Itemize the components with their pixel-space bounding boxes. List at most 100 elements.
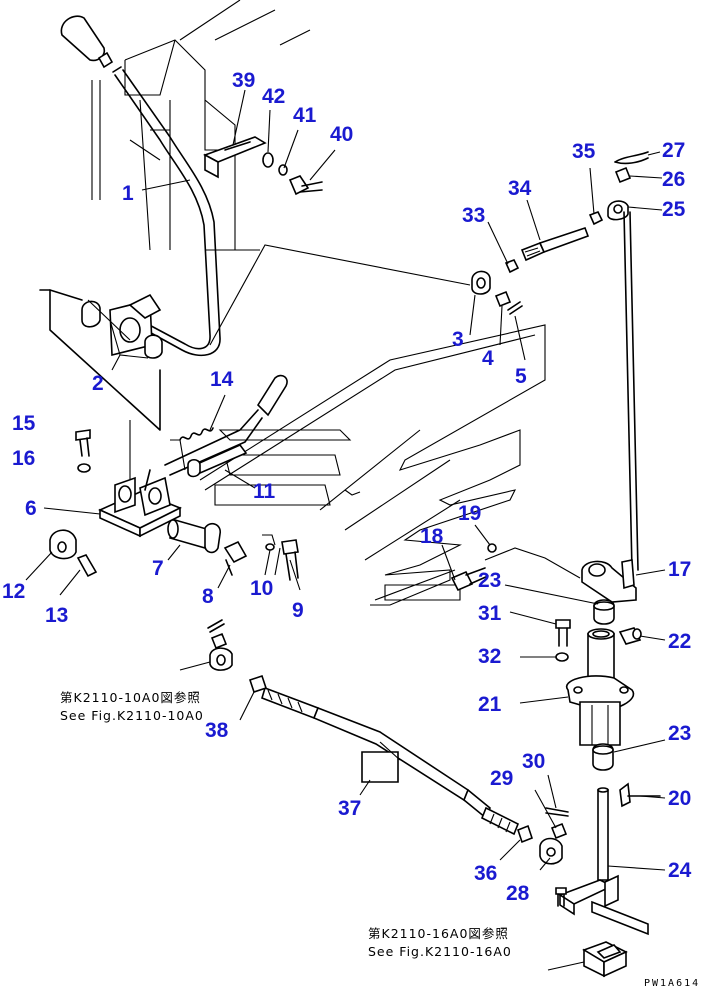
callout-2: 2 (92, 372, 104, 395)
callout-19: 19 (458, 502, 481, 525)
callout-26: 26 (662, 168, 685, 191)
callout-35: 35 (572, 140, 596, 163)
bolt-9 (281, 539, 299, 581)
bolt-18 (450, 567, 489, 592)
ball-joint-lower (207, 619, 233, 671)
nut-26 (614, 166, 632, 184)
callout-33: 33 (462, 204, 485, 227)
washer-16 (77, 463, 91, 473)
bushing-23-upper (593, 599, 615, 625)
shaft-24 (558, 787, 649, 936)
callout-41: 41 (293, 104, 317, 127)
callout-32: 32 (478, 645, 501, 668)
callout-39: 39 (232, 69, 255, 92)
callout-3: 3 (452, 328, 464, 351)
lower-lever-assembly (98, 374, 288, 538)
bushing-23-lower (592, 743, 614, 771)
leader-lines (25, 89, 666, 971)
lever-boss-assembly (39, 289, 163, 431)
callout-18: 18 (420, 525, 444, 548)
spring-14 (170, 427, 214, 471)
rod-34 (520, 226, 590, 262)
callout-22: 22 (668, 630, 691, 653)
callout-11: 11 (253, 480, 276, 503)
ball-joint-25 (607, 200, 639, 571)
nut-38 (248, 674, 268, 694)
callout-38: 38 (205, 719, 229, 742)
cable-end-bottom (582, 941, 628, 978)
nut-4 (494, 290, 512, 308)
housing-21 (565, 628, 635, 746)
callout-16: 16 (12, 447, 35, 470)
callout-labels: 1 2 3 4 5 6 7 8 9 10 11 12 13 14 15 16 1… (2, 69, 692, 905)
callout-30: 30 (522, 750, 545, 773)
callout-10: 10 (250, 577, 273, 600)
callout-23b: 23 (668, 722, 691, 745)
bracket-39 (203, 136, 267, 179)
bracket-17 (484, 547, 637, 603)
callout-15: 15 (12, 412, 36, 435)
reference-bottom-jp: 第K2110-16A0図参照 (368, 926, 509, 941)
pin-20 (619, 782, 661, 808)
bolt-40 (288, 175, 323, 196)
callout-29: 29 (490, 767, 513, 790)
washer-42 (262, 152, 274, 168)
callout-1: 1 (122, 182, 134, 205)
joint-8 (223, 540, 248, 576)
callout-5: 5 (515, 365, 527, 388)
callout-24: 24 (668, 859, 692, 882)
callout-21: 21 (478, 693, 502, 716)
control-lever (60, 15, 221, 357)
ball-joint-3 (471, 270, 491, 295)
reference-left-en: See Fig.K2110-10A0 (60, 708, 204, 723)
callout-4: 4 (482, 347, 494, 370)
cable-37 (261, 686, 520, 836)
guide-plate (199, 324, 546, 606)
nut-35 (588, 210, 604, 226)
grease-fitting-22 (618, 627, 642, 645)
bolt-31 (555, 619, 571, 647)
bolt-lower-28 (555, 887, 567, 907)
ball-joint-28 (539, 837, 563, 865)
callout-8: 8 (202, 585, 214, 608)
nut-29 (550, 822, 568, 840)
callout-17: 17 (668, 558, 691, 581)
callout-40: 40 (330, 123, 353, 146)
callout-9: 9 (292, 599, 304, 622)
nut-33 (504, 258, 520, 274)
reference-bottom-en: See Fig.K2110-16A0 (368, 944, 512, 959)
cross-references: 第K2110-10A0図参照 See Fig.K2110-10A0 第K2110… (60, 690, 512, 959)
callout-25: 25 (662, 198, 686, 221)
lock-washer-41 (278, 164, 288, 176)
callout-13: 13 (45, 604, 68, 627)
pins-10 (262, 534, 276, 551)
clamp-12 (49, 529, 77, 560)
washer-19 (487, 543, 497, 553)
callout-34: 34 (508, 177, 532, 200)
cotter-pin-30 (545, 807, 569, 817)
callout-28: 28 (506, 882, 530, 905)
cotter-pin-5 (507, 301, 523, 315)
callout-42: 42 (262, 85, 285, 108)
shaft-7 (167, 519, 221, 554)
nut-36 (517, 824, 533, 844)
pin-13 (76, 554, 98, 578)
callout-14: 14 (210, 368, 234, 391)
callout-31: 31 (478, 602, 502, 625)
drawing-code: PW1A614 (644, 978, 700, 989)
callout-7: 7 (152, 557, 164, 580)
callout-23a: 23 (478, 569, 501, 592)
rod-11 (187, 444, 248, 478)
reference-left-jp: 第K2110-10A0図参照 (60, 690, 201, 705)
linkage-line (209, 244, 471, 346)
callout-37: 37 (338, 797, 361, 820)
bolt-15 (75, 429, 91, 457)
callout-6: 6 (25, 497, 37, 520)
callout-20: 20 (668, 787, 691, 810)
callout-36: 36 (474, 862, 497, 885)
washer-32 (555, 652, 569, 662)
cotter-pin-27 (614, 151, 649, 165)
callout-27: 27 (662, 139, 685, 162)
callout-12: 12 (2, 580, 25, 603)
